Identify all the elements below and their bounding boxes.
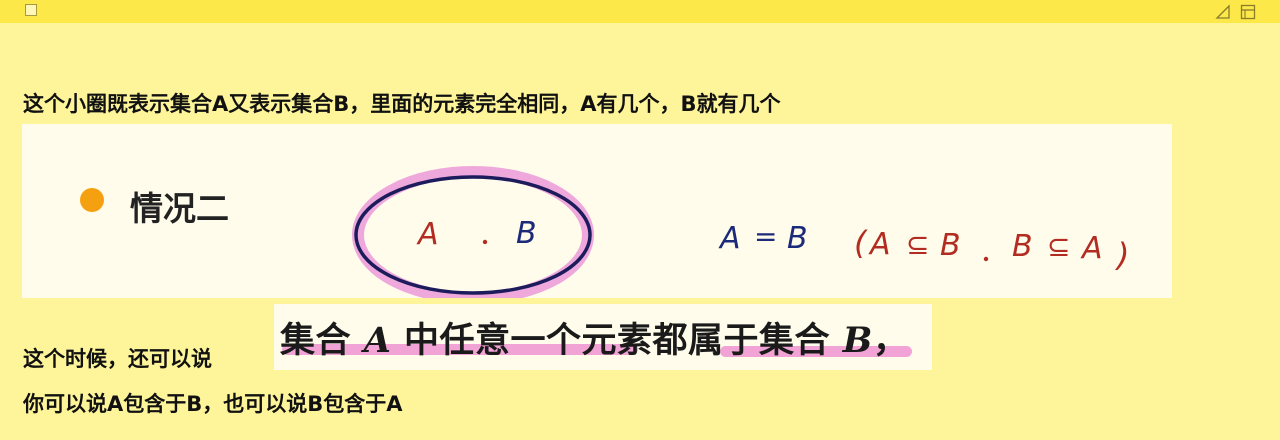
separator-dot [482, 239, 488, 245]
subset1-op: ⊆ [906, 228, 929, 261]
equation-equals: = [754, 220, 777, 253]
subset2-b: A [1080, 231, 1103, 266]
highlight-stroke-2 [720, 346, 912, 357]
subset1-a: A [868, 227, 891, 262]
textbook-var-b: B [842, 320, 873, 361]
ellipse-label-a: A [416, 217, 439, 252]
subset2-a: B [1012, 229, 1033, 264]
embedded-diagram-image: 情况二 A B A = B ( A ⊆ B B ⊆ A ) [22, 124, 1172, 298]
set-ellipse-outline [354, 175, 592, 295]
note-text-line-1: 这个小圈既表示集合A又表示集合B，里面的元素完全相同，A有几个，B就有几个 [23, 92, 781, 116]
textbook-var-a: A [363, 320, 392, 361]
case-label: 情况二 [130, 189, 229, 228]
set-equality-diagram: A B A = B ( A ⊆ B B ⊆ A ) [352, 166, 1129, 298]
textbook-part-3: ， [872, 320, 909, 361]
collapse-icon[interactable] [1240, 4, 1256, 20]
checkbox-icon[interactable] [25, 4, 37, 16]
subset2-op: ⊆ [1047, 230, 1070, 263]
set-ellipse [352, 166, 594, 298]
resize-icon[interactable] [1215, 4, 1231, 20]
separator-dot-2 [983, 256, 989, 262]
ellipse-label-b: B [516, 216, 537, 251]
note-text-line-2: 这个时候，还可以说 [23, 347, 212, 371]
highlight-stroke-1 [282, 344, 638, 355]
embedded-textbook-image: 集合 A 中任意一个元素都属于集合 B， [274, 304, 932, 370]
equation-b: B [787, 221, 808, 256]
textbook-sentence: 集合 A 中任意一个元素都属于集合 B， [280, 312, 908, 363]
subset1-b: B [940, 228, 961, 263]
bullet-dot-icon [80, 188, 104, 212]
equation-a: A [718, 221, 741, 256]
textbook-part-1: 集合 [280, 320, 364, 361]
note-titlebar [0, 0, 1280, 23]
paren-open: ( [854, 224, 868, 262]
paren-close: ) [1115, 236, 1129, 274]
textbook-part-2: 中任意一个元素都属于集合 [391, 320, 843, 361]
note-text-line-3: 你可以说A包含于B，也可以说B包含于A [23, 392, 403, 416]
